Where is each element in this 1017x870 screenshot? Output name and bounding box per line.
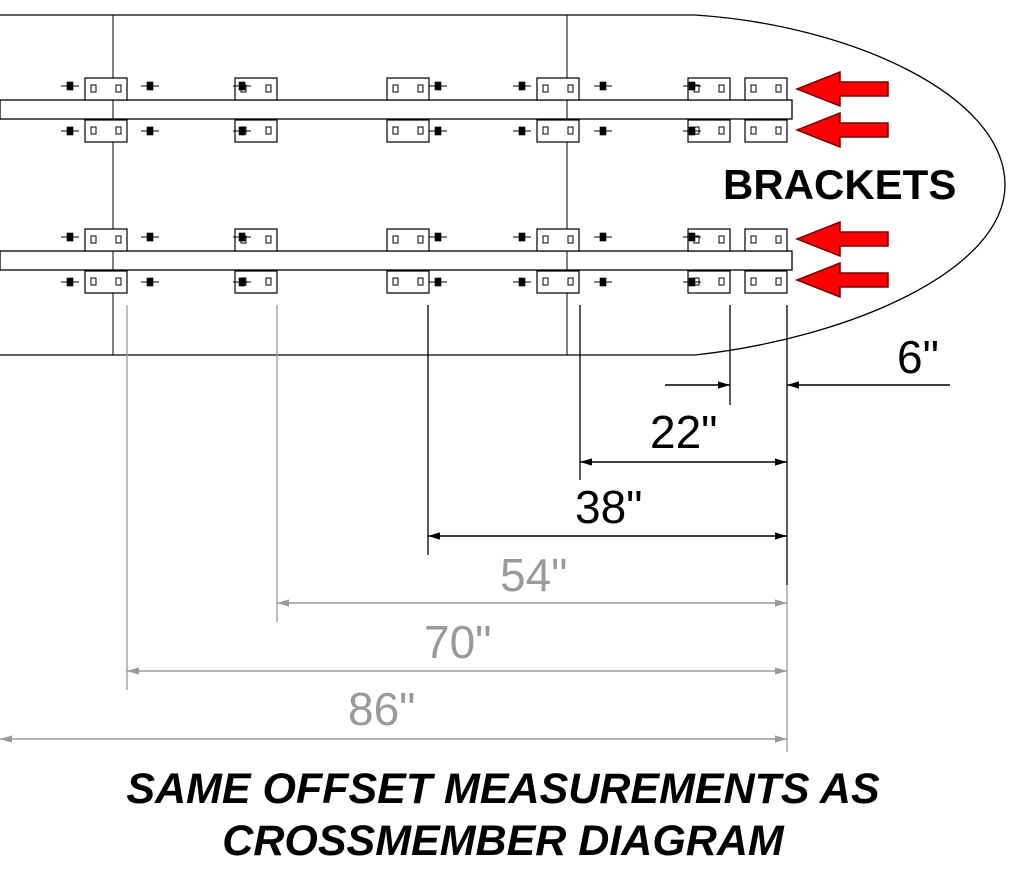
bracket-plate — [536, 228, 580, 252]
bolt-icon — [61, 81, 79, 91]
red-arrow-icon — [794, 220, 889, 258]
brackets-label: BRACKETS — [723, 161, 956, 208]
caption-line-1: SAME OFFSET MEASUREMENTS AS — [126, 765, 880, 813]
bracket-plate — [536, 77, 580, 101]
bolt-icon — [233, 126, 251, 136]
bolt-icon — [683, 126, 701, 136]
bracket-plate — [536, 270, 580, 294]
bolt-icon — [683, 277, 701, 287]
dimension-label-70in: 70" — [424, 616, 492, 668]
dimension-label-54in: 54" — [500, 549, 568, 601]
bracket-plate — [84, 228, 128, 252]
bolt-icon — [513, 232, 531, 242]
bolt-icon — [429, 81, 447, 91]
dimension-label-86in: 86" — [348, 683, 416, 735]
bolt-icon — [233, 232, 251, 242]
bolt-icon — [594, 81, 612, 91]
bolt-icon — [594, 277, 612, 287]
bolt-icon — [61, 126, 79, 136]
bolt-icon — [429, 232, 447, 242]
dimension-label-38in: 38" — [575, 481, 643, 533]
bolt-icon — [683, 232, 701, 242]
bracket-plate — [536, 119, 580, 143]
bracket-plate — [386, 228, 430, 252]
red-arrow-icon — [794, 111, 889, 149]
bracket-plate — [744, 270, 788, 294]
bolt-icon — [141, 126, 159, 136]
bolt-icon — [141, 81, 159, 91]
red-arrow-icon — [794, 70, 889, 108]
bracket-plate — [84, 119, 128, 143]
bolt-icon — [513, 277, 531, 287]
bolt-icon — [61, 277, 79, 287]
bolt-icon — [429, 277, 447, 287]
bolt-icon — [513, 81, 531, 91]
bolt-icon — [594, 126, 612, 136]
bracket-group — [61, 77, 788, 294]
bracket-plate — [744, 119, 788, 143]
bracket-plate — [744, 77, 788, 101]
dimension-label-6in: 6" — [897, 331, 939, 383]
dimension-lines — [0, 381, 950, 743]
dimension-label-22in: 22" — [650, 406, 718, 458]
extension-lines — [126, 305, 788, 752]
bolt-icon — [513, 126, 531, 136]
bolt-icon — [429, 126, 447, 136]
bracket-plate — [744, 228, 788, 252]
red-arrow-icon — [794, 261, 889, 299]
caption-line-2: CROSSMEMBER DIAGRAM — [222, 817, 785, 865]
bracket-plate — [386, 119, 430, 143]
bolt-icon — [683, 81, 701, 91]
bolt-icon — [233, 277, 251, 287]
bracket-plate — [84, 270, 128, 294]
bracket-plate — [386, 77, 430, 101]
bolt-icon — [141, 277, 159, 287]
bracket-plate — [84, 77, 128, 101]
bolt-icon — [61, 232, 79, 242]
bracket-plate — [687, 228, 731, 252]
bracket-plate — [687, 77, 731, 101]
trailer-outline — [0, 14, 1006, 356]
bracket-plate — [386, 270, 430, 294]
callout-arrows — [794, 70, 889, 299]
bolt-icon — [233, 81, 251, 91]
bolt-icon — [141, 232, 159, 242]
bolt-icon — [594, 232, 612, 242]
